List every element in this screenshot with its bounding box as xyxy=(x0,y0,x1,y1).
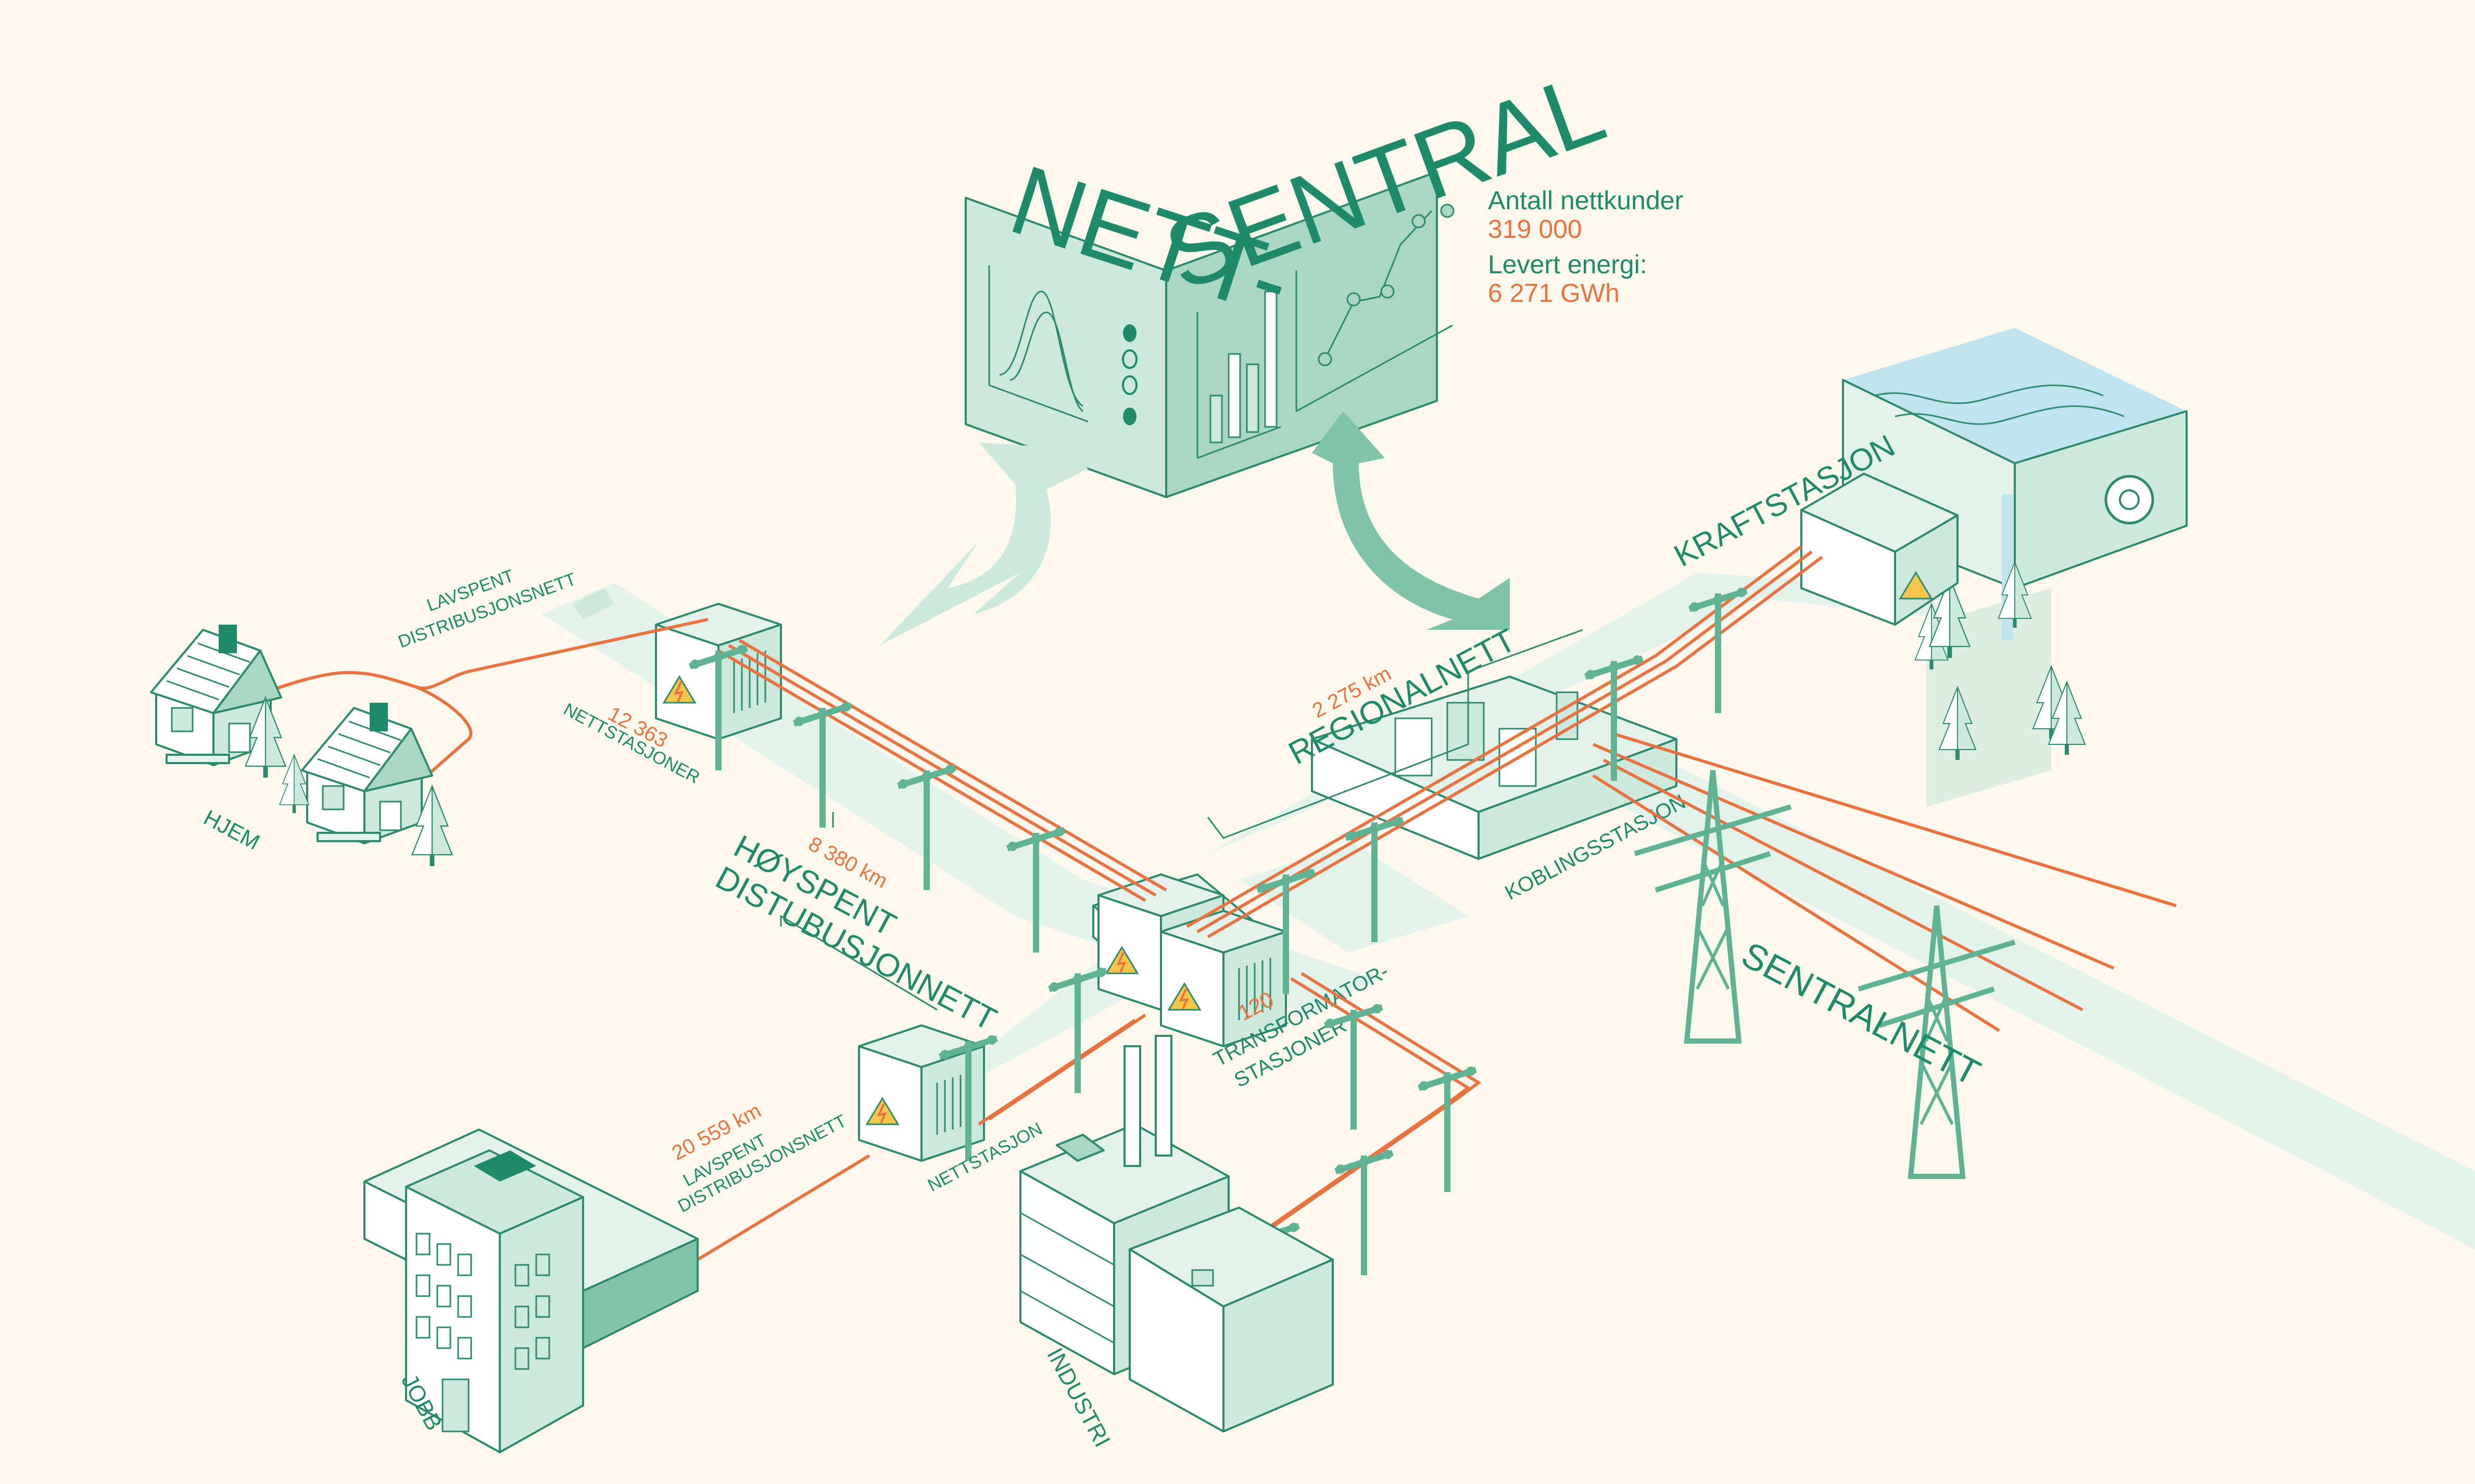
power-station: KRAFTSTASJON xyxy=(1669,328,2188,807)
highvoltage-label-2: DISTUBUSJONNETT xyxy=(710,859,1002,1037)
line-chart-icon xyxy=(1295,204,1455,412)
central-screens: NETT- SENTRAL Antall nettkunder 319 000 … xyxy=(965,52,1683,498)
power-lines xyxy=(249,545,2177,1261)
house-icon xyxy=(301,702,433,844)
energy-value: 6 271 GWh xyxy=(1488,278,1620,308)
energy-label: Levert energi: xyxy=(1488,250,1647,279)
factory-icon: INDUSTRI xyxy=(1019,1035,1334,1451)
arrow-right xyxy=(1312,411,1510,630)
bell-curve-chart-icon xyxy=(988,265,1089,423)
label-brackets xyxy=(780,629,1583,1011)
turbine-icon xyxy=(2104,475,2154,525)
home-label: HJEM xyxy=(200,805,264,854)
office-building-icon: JOBB xyxy=(363,1128,699,1453)
homes: HJEM xyxy=(150,624,453,867)
arrow-left xyxy=(880,442,1088,645)
customers-label: Antall nettkunder xyxy=(1488,186,1683,215)
bar-chart-icon xyxy=(1196,290,1281,459)
dots-icon xyxy=(1122,324,1138,425)
customers-value: 319 000 xyxy=(1488,214,1582,244)
